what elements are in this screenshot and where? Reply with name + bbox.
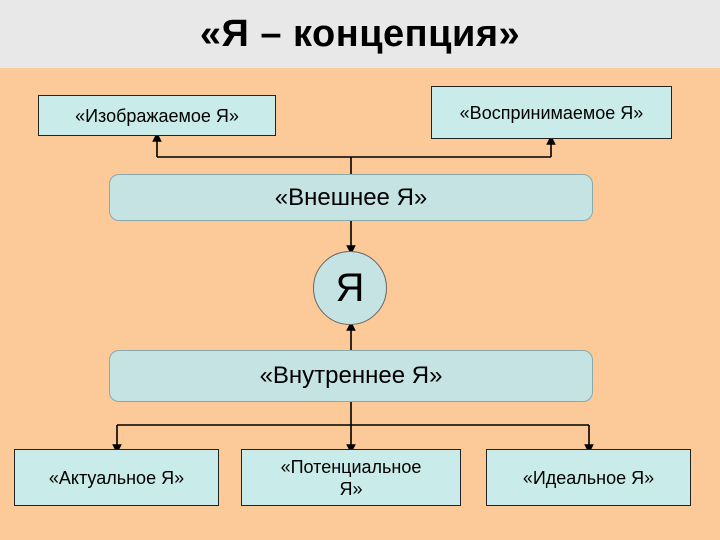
ideal-self-box: «Идеальное Я» <box>486 449 691 506</box>
depicted-self-label: «Изображаемое Я» <box>75 105 239 126</box>
inner-self-box: «Внутреннее Я» <box>109 350 593 402</box>
self-label: Я <box>335 265 365 310</box>
depicted-self-box: «Изображаемое Я» <box>38 95 276 136</box>
title-bar: «Я – концепция» <box>0 0 720 68</box>
actual-self-box: «Актуальное Я» <box>14 449 219 506</box>
outer-self-box: «Внешнее Я» <box>109 174 593 221</box>
inner-self-label: «Внутреннее Я» <box>259 362 443 389</box>
actual-self-label: «Актуальное Я» <box>48 467 185 488</box>
ideal-self-label: «Идеальное Я» <box>522 467 655 488</box>
outer-self-label: «Внешнее Я» <box>274 183 428 211</box>
perceived-self-label: «Воспринимаемое Я» <box>459 102 644 123</box>
potential-self-label: «Потенциальное Я» <box>280 456 422 499</box>
page-title: «Я – концепция» <box>199 12 521 55</box>
potential-self-box: «Потенциальное Я» <box>241 449 461 506</box>
self-circle: Я <box>313 251 387 325</box>
perceived-self-box: «Воспринимаемое Я» <box>431 86 672 139</box>
